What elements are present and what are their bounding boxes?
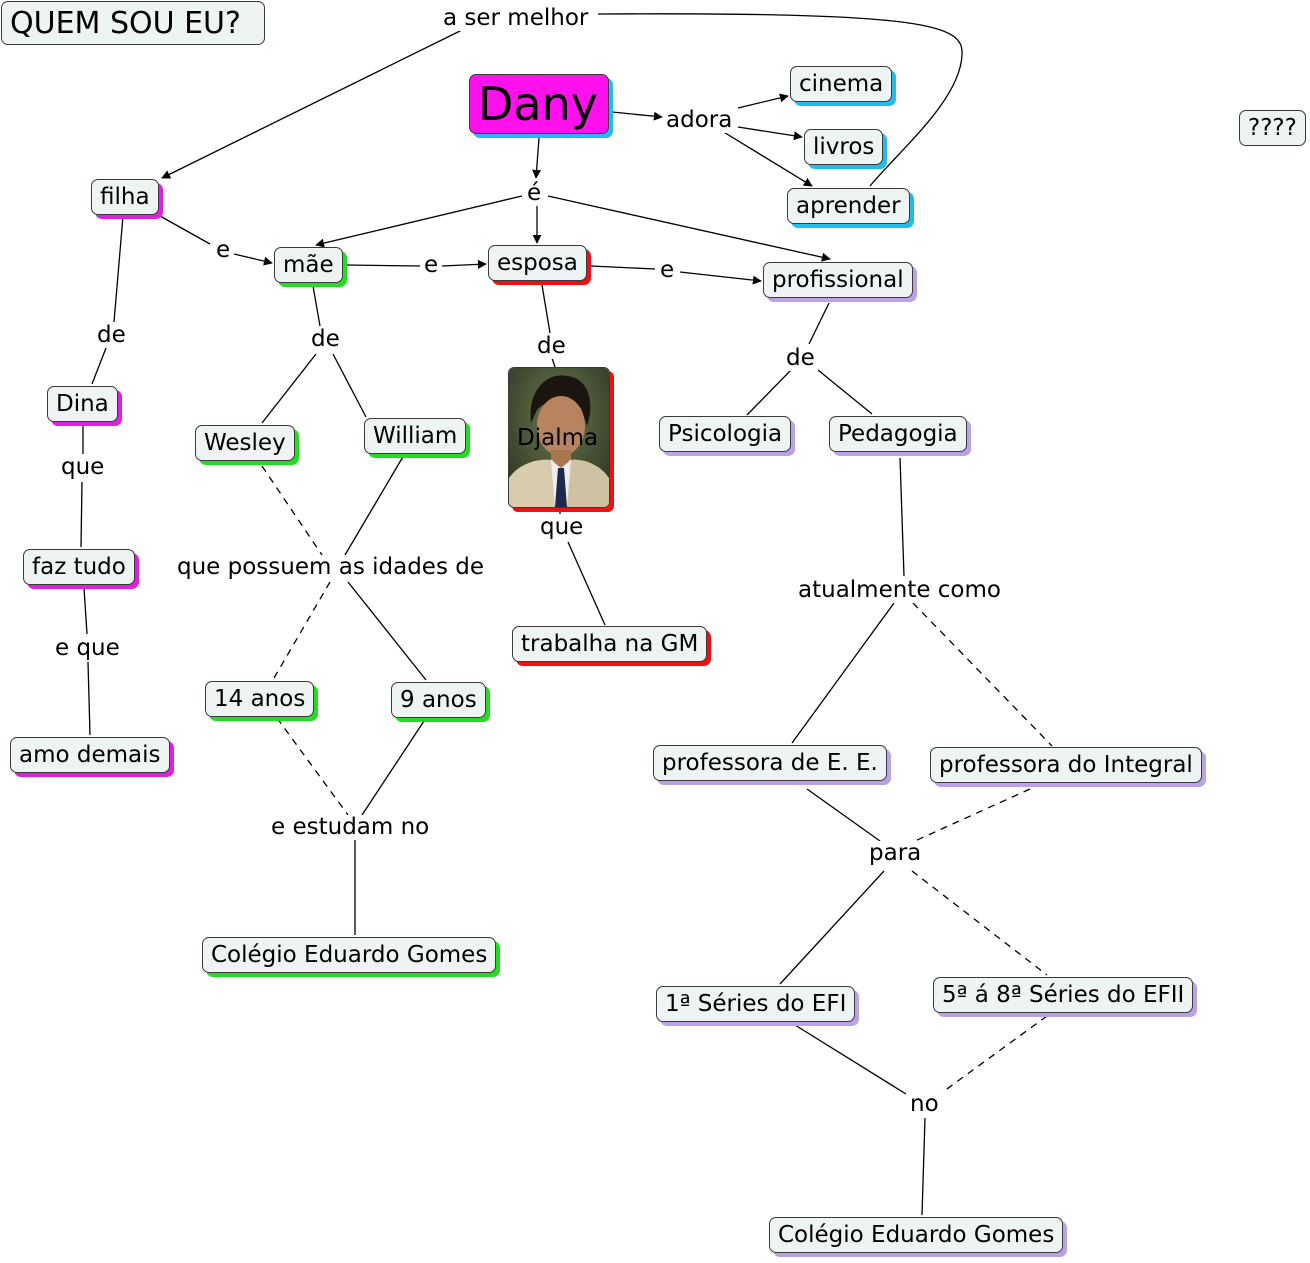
portrait-image xyxy=(509,368,609,507)
label-e-que: e que xyxy=(52,636,123,661)
link-de-wesley xyxy=(261,353,317,424)
node-faz-tudo[interactable]: faz tudo xyxy=(23,549,135,585)
link-esposa-de xyxy=(541,284,551,334)
map-title: QUEM SOU EU? xyxy=(1,1,265,45)
label-de-mae: de xyxy=(308,327,343,352)
link-para-efi xyxy=(779,870,885,985)
node-livros[interactable]: livros xyxy=(804,129,884,165)
djalma-photo-node[interactable]: Djalma xyxy=(508,367,610,508)
label-para: para xyxy=(866,841,925,866)
link-que-14 xyxy=(273,581,331,679)
node-amo-demais[interactable]: amo demais xyxy=(10,737,170,773)
label-e-filha-mae: e xyxy=(213,238,234,263)
link-e-mae2 xyxy=(233,253,273,266)
node-william[interactable]: William xyxy=(364,418,467,454)
node-psicologia[interactable]: Psicologia xyxy=(659,416,792,452)
link-wesley-que xyxy=(261,465,323,556)
link-ee-para xyxy=(806,788,881,842)
node-series-efi[interactable]: 1ª Séries do EFI xyxy=(656,986,856,1022)
link-no-colegio2 xyxy=(921,1117,926,1216)
label-de-esposa: de xyxy=(534,334,569,359)
link-atual-ee xyxy=(791,602,895,744)
node-series-efii[interactable]: 5ª á 8ª Séries do EFII xyxy=(933,977,1194,1013)
link-integral-para xyxy=(914,788,1031,842)
label-de-prof: de xyxy=(783,346,818,371)
link-de-djalma xyxy=(551,357,556,368)
link-efi-no xyxy=(794,1024,907,1095)
link-de-dina xyxy=(91,347,107,385)
label-e-estudam: e estudam no xyxy=(268,815,433,840)
link-aserm-filha xyxy=(161,29,463,179)
link-faztudo-eque xyxy=(83,587,88,635)
link-e-esposa2 xyxy=(441,259,487,269)
label-de-filha: de xyxy=(94,323,129,348)
link-aprender-aserm xyxy=(597,13,963,187)
node-wesley[interactable]: Wesley xyxy=(195,425,295,461)
link-filha-e xyxy=(159,215,211,245)
node-pedagogia[interactable]: Pedagogia xyxy=(829,416,967,452)
link-esposa-e xyxy=(590,265,656,270)
central-node-dany[interactable]: Dany xyxy=(469,74,609,134)
link-9-estudam xyxy=(361,717,427,816)
node-profissional[interactable]: profissional xyxy=(763,262,913,298)
label-no: no xyxy=(907,1092,942,1117)
node-aprender[interactable]: aprender xyxy=(787,188,910,224)
link-william-que xyxy=(344,454,405,556)
label-a-ser-melhor: a ser melhor xyxy=(440,6,592,31)
link-pedago-atual xyxy=(899,457,905,577)
link-dany-e xyxy=(532,137,542,179)
link-que-trabalha xyxy=(567,541,606,626)
link-efii-no xyxy=(939,1015,1048,1095)
link-de-pedago xyxy=(817,369,873,415)
label-e-mae-esposa: e xyxy=(421,253,442,278)
label-e-verb: é xyxy=(524,181,545,206)
link-adora-livros xyxy=(737,126,803,141)
label-que-djalma: que xyxy=(537,515,587,540)
node-9-anos[interactable]: 9 anos xyxy=(391,682,486,718)
node-filha[interactable]: filha xyxy=(91,179,159,215)
link-e-mae xyxy=(315,195,523,248)
link-adora-aprender xyxy=(721,130,813,187)
link-eque-amo xyxy=(87,661,91,736)
label-atualmente: atualmente como xyxy=(795,578,1004,603)
link-de-william xyxy=(332,353,367,418)
link-de-psico xyxy=(746,369,792,416)
label-adora: adora xyxy=(663,108,736,133)
label-que-possuem: que possuem as idades de xyxy=(174,555,487,580)
label-que-dina: que xyxy=(58,455,108,480)
node-14-anos[interactable]: 14 anos xyxy=(205,681,315,717)
link-que-9 xyxy=(347,581,427,681)
link-adora-cinema xyxy=(737,93,789,109)
node-colegio-eduardo-gomes-1[interactable]: Colégio Eduardo Gomes xyxy=(202,937,497,973)
node-professora-ee[interactable]: professora de E. E. xyxy=(653,745,887,781)
node-dina[interactable]: Dina xyxy=(47,386,118,422)
label-e-esposa-prof: e xyxy=(657,258,678,283)
link-que-faztudo xyxy=(80,481,83,548)
link-mae-de xyxy=(312,285,321,327)
link-e-profissional xyxy=(547,195,831,262)
node-mae[interactable]: mãe xyxy=(274,247,343,283)
link-para-efii xyxy=(911,870,1048,976)
node-trabalha-na-gm[interactable]: trabalha na GM xyxy=(512,626,708,662)
link-filha-de xyxy=(113,215,124,323)
node-professora-integral[interactable]: professora do Integral xyxy=(930,747,1202,783)
link-prof-de xyxy=(808,302,830,345)
node-esposa[interactable]: esposa xyxy=(488,245,587,281)
link-e-prof2 xyxy=(679,271,762,285)
mystery-node[interactable]: ???? xyxy=(1239,110,1306,146)
node-colegio-eduardo-gomes-2[interactable]: Colégio Eduardo Gomes xyxy=(769,1217,1064,1253)
node-cinema[interactable]: cinema xyxy=(790,66,893,102)
link-dany-adora xyxy=(611,111,663,121)
node-djalma-label: Djalma xyxy=(517,425,599,451)
link-atual-integral xyxy=(912,602,1053,747)
link-mae-e xyxy=(346,264,421,267)
link-14-estudam xyxy=(276,717,349,816)
